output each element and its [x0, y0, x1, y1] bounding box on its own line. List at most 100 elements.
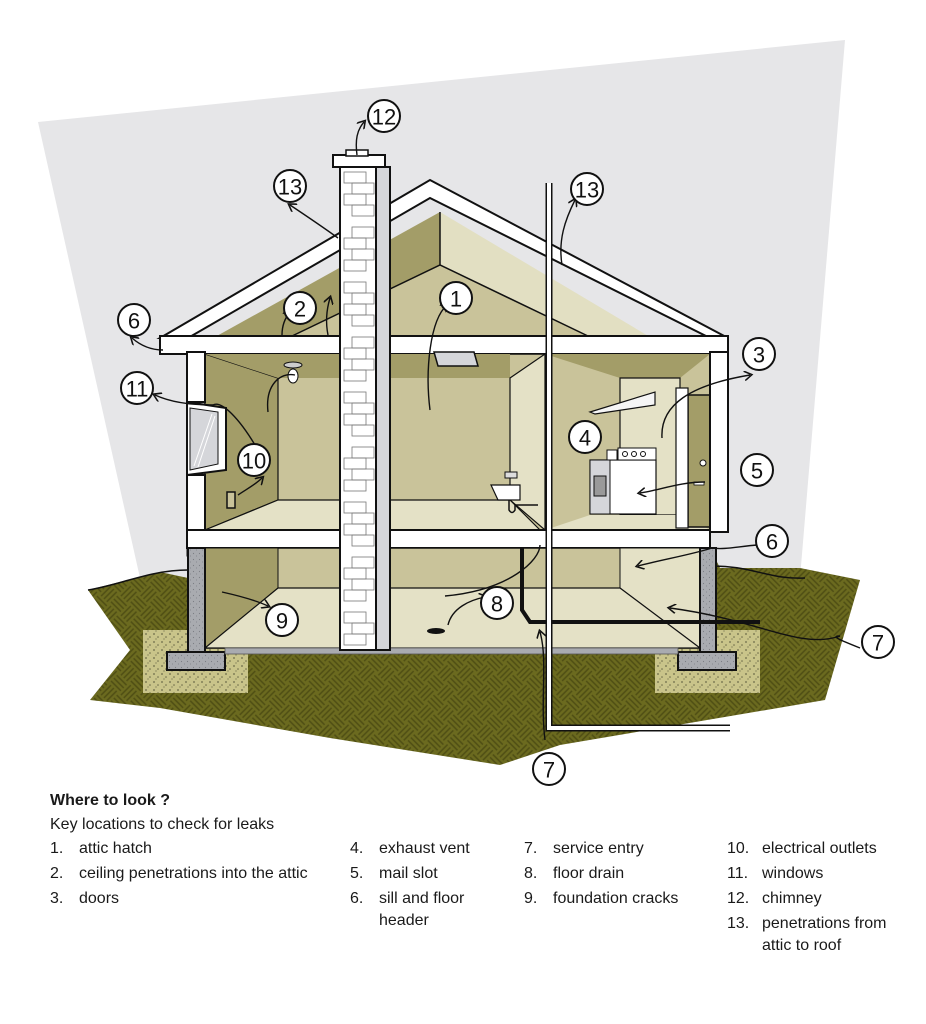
callout-number: 13 [575, 178, 599, 203]
arrow-chimney [355, 122, 364, 156]
ceiling-light [283, 361, 303, 369]
legend-label: penetrations from attic to roof [762, 915, 887, 954]
brick [343, 369, 367, 382]
arrow-eave [132, 338, 164, 351]
legend-columns: 1.attic hatch 2.ceiling penetrations int… [50, 838, 910, 998]
legend-number: 2. [50, 865, 64, 882]
brick [343, 589, 367, 602]
legend-item: 7.service entry [524, 838, 678, 860]
arrow-crack [221, 591, 268, 606]
callout-13: 13 [273, 169, 307, 203]
chimney[interactable] [332, 149, 391, 651]
legend-number: 4. [350, 840, 364, 857]
callout-number: 3 [753, 343, 765, 368]
brick [351, 534, 375, 547]
door-knob [699, 459, 707, 467]
legend-item: 10. electrical outlets [727, 838, 910, 860]
leak-arrows [132, 122, 841, 741]
legend-number: 3. [50, 890, 64, 907]
legend-label: exhaust vent [379, 840, 470, 857]
arrow-hatch [427, 305, 447, 411]
arrow-window [155, 395, 214, 406]
callout-number: 11 [126, 377, 149, 402]
callout-circle [265, 603, 299, 637]
legend-number: 1. [50, 840, 64, 857]
door[interactable] [687, 394, 711, 528]
footing-left [166, 651, 226, 671]
window-glass [189, 407, 219, 471]
legend-number: 6. [350, 890, 364, 907]
callout-number: 4 [579, 426, 591, 451]
callout-number: 9 [276, 609, 288, 634]
legend-number: 8. [524, 865, 538, 882]
kitchen-stove [589, 447, 657, 515]
legend-number: 5. [350, 865, 364, 882]
legend-number: 10. [727, 840, 750, 857]
legend-item: 9. foundation cracks [524, 888, 678, 910]
callout-circle [273, 169, 307, 203]
legend-item: 3.doors [50, 888, 308, 910]
legend-item: 1. attic hatch [50, 838, 308, 860]
brick [343, 259, 367, 272]
callout-number: 12 [372, 105, 396, 130]
callout-circle [283, 291, 317, 325]
legend: Where to look ? Key locations to check f… [50, 792, 910, 998]
bathroom-sink [490, 471, 538, 514]
floor-drain [427, 628, 445, 634]
arrow-mail [640, 481, 706, 493]
legend-title: Where to look ? [50, 792, 170, 809]
brick [351, 204, 375, 217]
ground-surface-line-right [709, 565, 806, 579]
bath-side-wall [509, 352, 546, 532]
legend-label: attic hatch [79, 840, 152, 857]
legend-column-4: 10.electrical outlets 11.windows 12.chim… [727, 838, 910, 960]
callout-6: 6 [755, 524, 789, 558]
callout-circle [568, 420, 602, 454]
kitchen-floor [545, 515, 710, 530]
legend-column-3: 7.service entry 8. floor drain 9. foundati… [524, 838, 678, 913]
legend-item: 4. exhaust vent [350, 838, 479, 860]
legend-number: 12. [727, 890, 750, 907]
exterior-wall-left-lower [186, 474, 206, 534]
callout-6: 6 [117, 303, 151, 337]
legend-item: 12.chimney [727, 888, 910, 910]
callout-8: 8 [480, 586, 514, 620]
callout-number: 8 [491, 592, 503, 617]
legend-number: 13. [727, 915, 750, 932]
service-entry-line [520, 548, 760, 624]
legend-item: 6.sill and floor header [350, 888, 479, 932]
legend-item: 8. floor drain [524, 863, 678, 885]
callout-3: 3 [742, 337, 776, 371]
callout-9: 9 [265, 603, 299, 637]
legend-number: 7. [524, 840, 538, 857]
range-hood [588, 391, 656, 415]
legend-subtitle: Key locations to check for leaks [50, 816, 275, 833]
electrical-outlet [226, 491, 236, 509]
attic-hatch[interactable] [433, 351, 479, 367]
kitchen-ceiling [545, 354, 710, 378]
arrow-outlet [237, 478, 262, 496]
brick [343, 479, 367, 492]
legend-label: mail slot [379, 865, 438, 882]
callout-1: 1 [439, 281, 473, 315]
callout-12: 12 [367, 99, 401, 133]
brick [351, 424, 375, 437]
callout-5: 5 [740, 453, 774, 487]
legend-label: floor drain [553, 865, 625, 882]
legend-label: foundation cracks [553, 890, 679, 907]
arrow-sill [638, 547, 713, 566]
foundation-wall-left [187, 547, 206, 659]
callout-2: 2 [283, 291, 317, 325]
floor-band [186, 529, 711, 549]
legend-label: electrical outlets [762, 840, 877, 857]
legend-column-2: 4. exhaust vent 5. mail slot 6.sill and fl… [350, 838, 479, 935]
callout-13: 13 [570, 172, 604, 206]
callout-7: 7 [532, 752, 566, 786]
callout-11: 11 [120, 371, 154, 405]
exterior-wall-right [709, 351, 729, 533]
callout-4: 4 [568, 420, 602, 454]
exterior-wall-left-upper [186, 351, 206, 403]
arrow-roof-left [290, 205, 339, 239]
legend-number: 9. [524, 890, 538, 907]
